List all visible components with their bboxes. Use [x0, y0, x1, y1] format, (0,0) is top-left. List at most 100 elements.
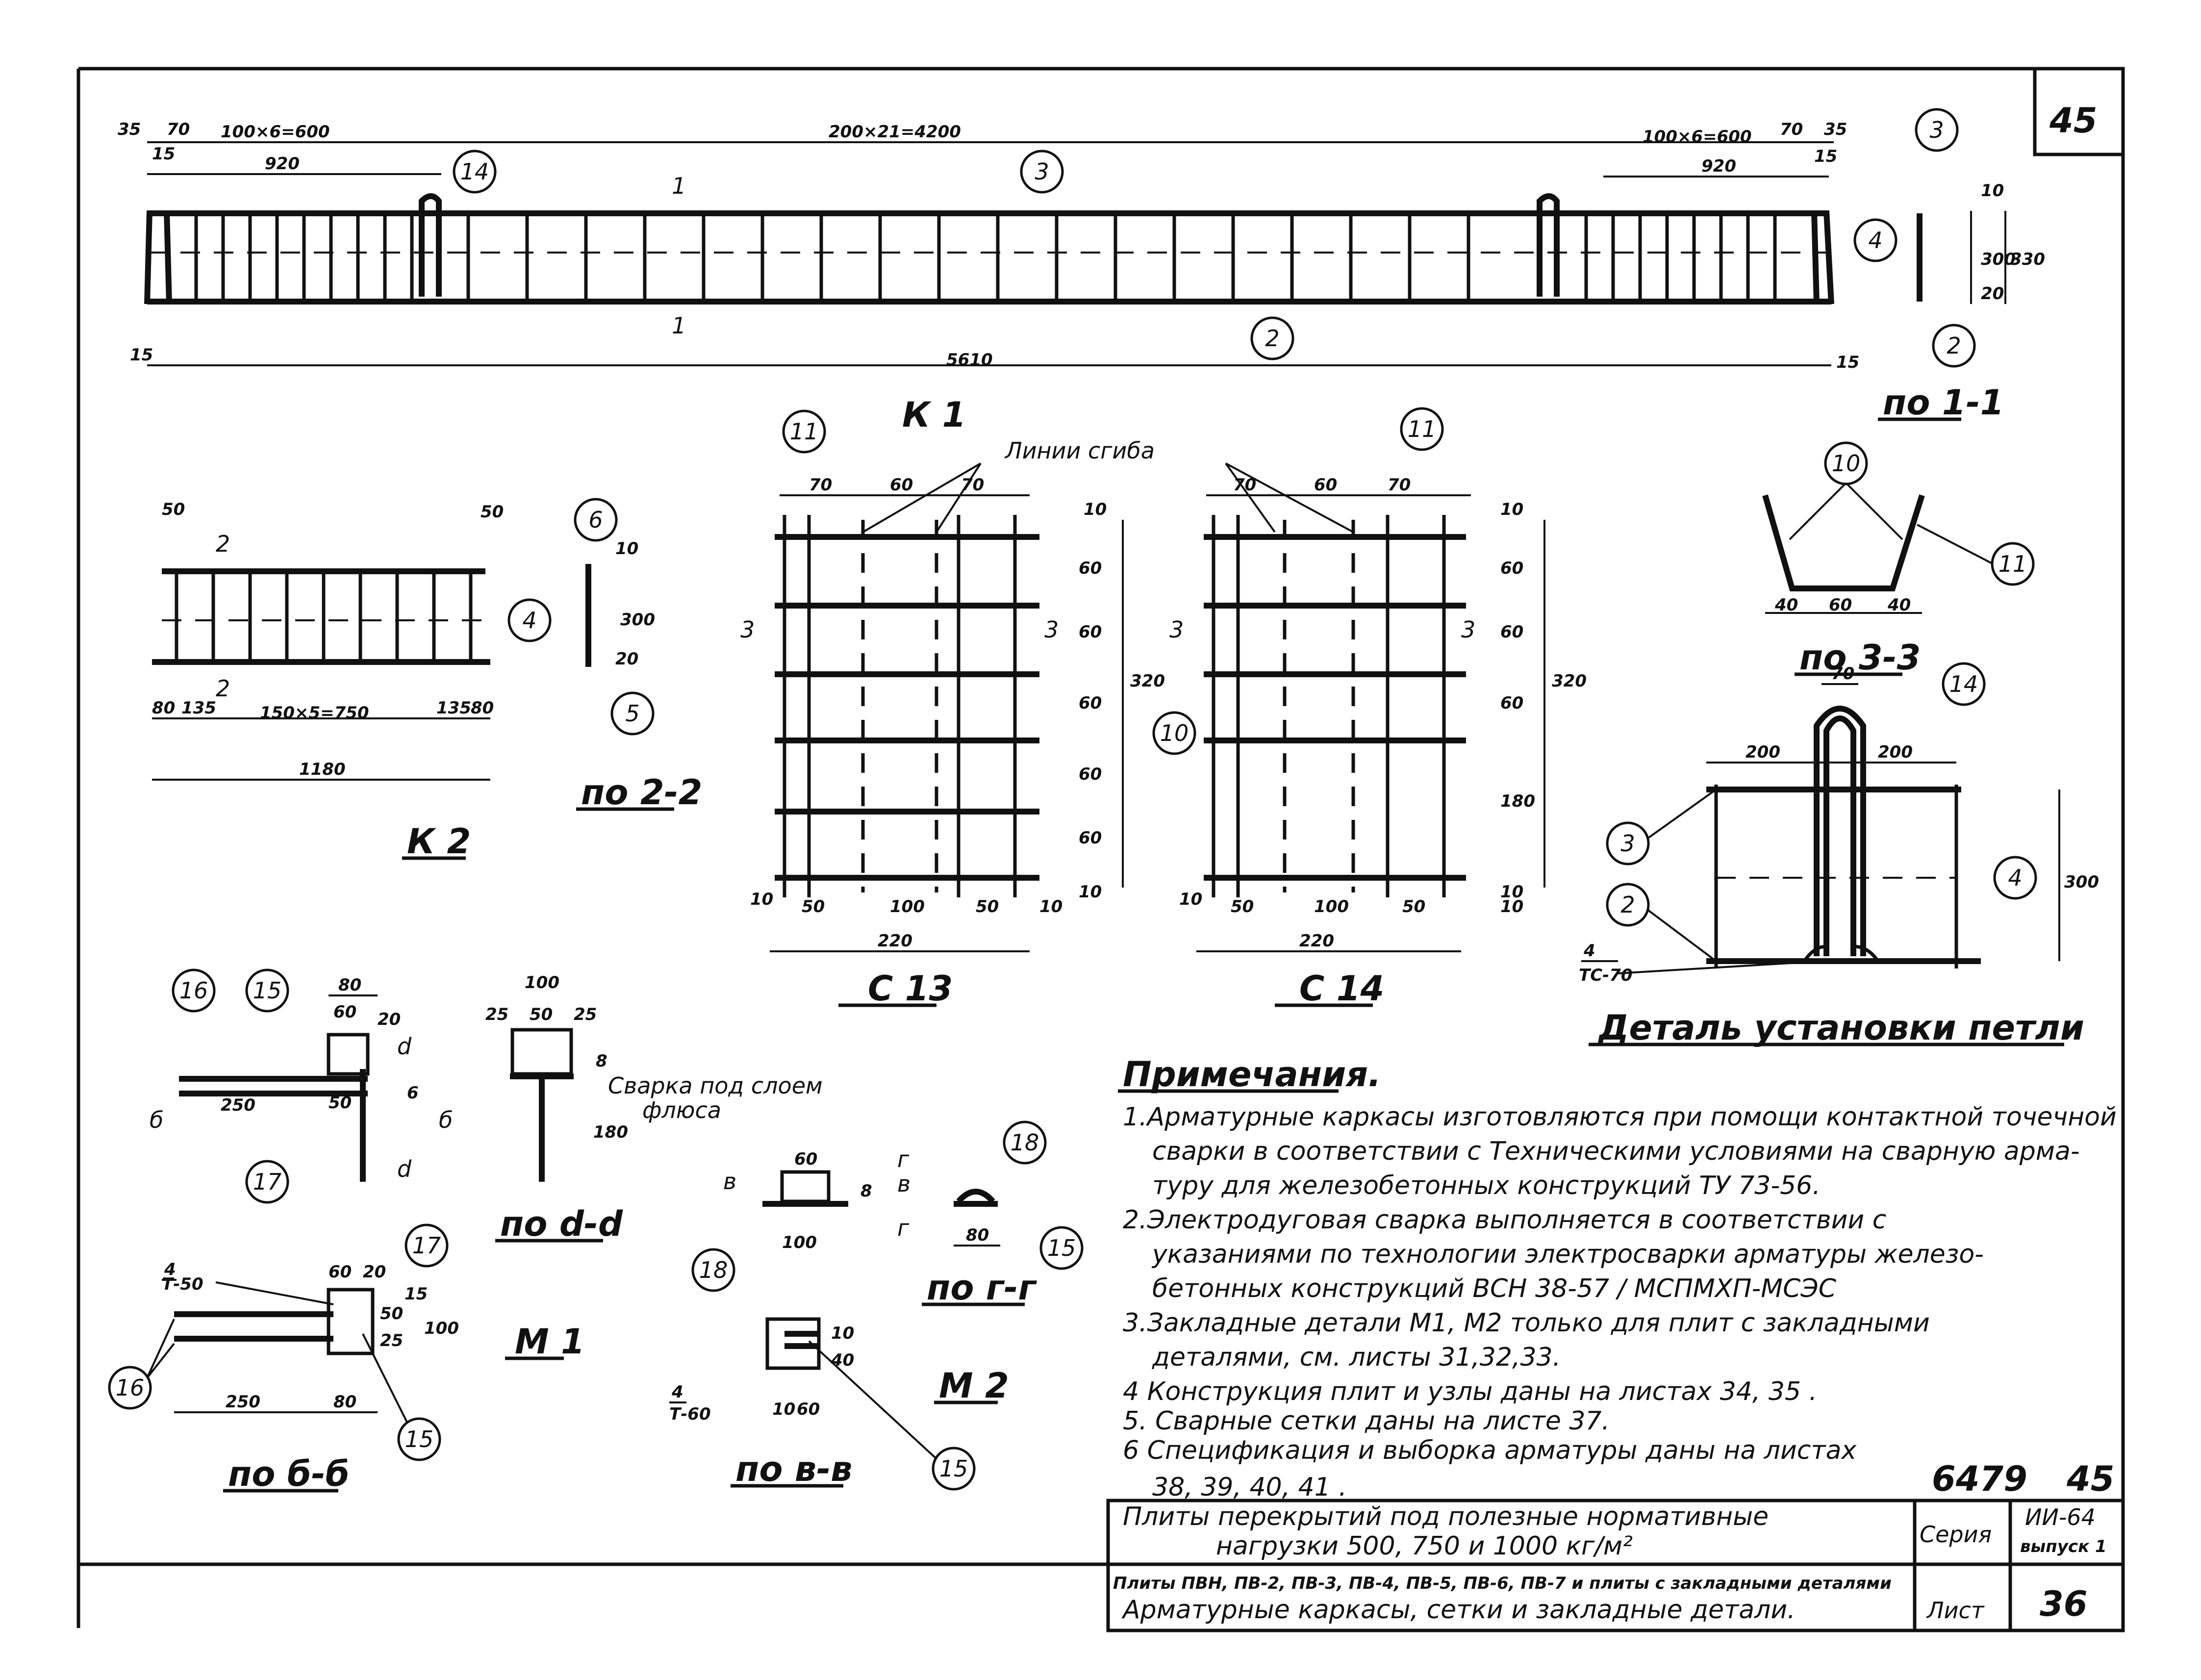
notes-heading: Примечания.	[1123, 1054, 1381, 1095]
svg-text:16: 16	[116, 1375, 145, 1401]
dim-c14-70b: 70	[1388, 475, 1411, 495]
drawing-code: 6479	[1932, 1459, 2027, 1499]
callout-11-c13: 11	[782, 409, 826, 454]
svg-text:4: 4	[2008, 865, 2022, 891]
section-g-g: 18 80 15 по г-г	[922, 1120, 1084, 1308]
dim-k1-right-end: 35	[1824, 120, 1847, 139]
note-line-7: 3.Закладные детали М1, М2 только для пли…	[1123, 1308, 1930, 1338]
dim-3-3-40b: 40	[1887, 595, 1911, 615]
dim-k1-920-right: 920	[1701, 156, 1736, 176]
svg-text:11: 11	[790, 418, 819, 445]
dim-c14-10-right: 10	[1500, 897, 1523, 916]
section-2-2: 10 300 20 6 5 по 2-2	[574, 498, 702, 813]
m1-title: М 1	[515, 1322, 585, 1362]
callout-17-bb: 17	[405, 1223, 449, 1268]
bend-leader-1	[862, 462, 982, 533]
callout-11-s33: 11	[1991, 542, 2035, 586]
dim-c13-60: 60	[890, 475, 913, 495]
dim-k1-center-pitch: 200×21=4200	[829, 122, 961, 142]
section-mark-g-top: г	[897, 1146, 910, 1172]
svg-text:11: 11	[1408, 416, 1437, 442]
dim-c14-50a: 50	[1231, 897, 1254, 916]
dim-bb-80: 80	[333, 1392, 356, 1412]
svg-text:4: 4	[1868, 227, 1882, 254]
dim-vv-40: 40	[831, 1350, 854, 1370]
svg-text:15: 15	[939, 1455, 968, 1482]
callout-3-s11: 3	[1915, 108, 1959, 152]
dim-1-1-10: 10	[1981, 181, 2004, 201]
section-mark-b-right: б	[439, 1107, 453, 1133]
dim-bb-60: 60	[329, 1262, 352, 1282]
vv-weld-number: 4	[671, 1382, 683, 1402]
dim-bb-50: 50	[380, 1304, 403, 1324]
k1-stirrups	[144, 210, 1834, 305]
dim-m2-100: 100	[782, 1233, 817, 1252]
callout-5-s22: 5	[610, 691, 655, 736]
rebar	[144, 210, 152, 305]
embedded-part-m2: в 60 8 100 г в г М 2	[723, 1146, 1009, 1406]
bend-leader-3	[1225, 462, 1276, 533]
drawing-code-sheet: 45	[2066, 1459, 2114, 1499]
c14-title: С 14	[1299, 968, 1384, 1009]
section-mark-2-bottom: 2	[216, 675, 230, 702]
dim-bb-250: 250	[226, 1392, 260, 1412]
section-3-3: 40 60 40 10 11 по 3-3	[1762, 441, 2035, 678]
svg-text:10: 10	[1832, 450, 1861, 477]
dim-k2-50-right: 50	[481, 502, 504, 522]
dim-m2-60: 60	[794, 1149, 817, 1169]
dim-c13-10-top: 10	[1084, 500, 1107, 519]
svg-text:3: 3	[1035, 158, 1049, 185]
callout-3-loop: 3	[1606, 821, 1650, 865]
section-dd-title: по d-d	[500, 1204, 623, 1244]
dim-c14-10-left: 10	[1179, 890, 1202, 909]
svg-text:15: 15	[405, 1426, 434, 1452]
dim-dd-25b: 25	[574, 1005, 597, 1024]
note-line-11: 6 Спецификация и выборка арматуры даны н…	[1123, 1436, 1857, 1465]
dim-m1-250: 250	[221, 1095, 255, 1115]
section-mark-b-left: б	[150, 1107, 163, 1133]
sheet-value: 36	[2040, 1584, 2087, 1624]
c13-title: С 13	[868, 968, 953, 1009]
note-line-8: деталями, см. листы 31,32,33.	[1152, 1343, 1561, 1372]
svg-text:10: 10	[1160, 720, 1189, 746]
dim-loop-300: 300	[2064, 872, 2099, 892]
section-1-1: 10 300 20 330 3 4 2 по 1-1	[1853, 108, 2045, 423]
section-bb-title: по б-б	[228, 1454, 350, 1494]
dim-k1-total: 5610	[946, 350, 993, 370]
svg-text:15: 15	[253, 977, 282, 1004]
dim-m1-d-bottom: d	[397, 1156, 412, 1182]
k1-title: К 1	[902, 395, 966, 435]
dim-k1-right-70: 70	[1780, 120, 1803, 139]
dim-c13-v60a: 60	[1079, 559, 1102, 578]
dim-k1-right-pitch: 100×6=600	[1643, 127, 1752, 147]
svg-text:15: 15	[1047, 1235, 1076, 1261]
dim-bb-15: 15	[405, 1284, 428, 1304]
dim-bb-100: 100	[424, 1319, 459, 1338]
weld-note-line1: Сварка под слоем	[608, 1072, 823, 1099]
dim-m1-80: 80	[338, 975, 361, 995]
notes-block: Примечания. 1.Арматурные каркасы изготов…	[1118, 1054, 2117, 1502]
dim-k1-920-left: 920	[265, 154, 300, 174]
svg-text:2: 2	[1265, 325, 1279, 352]
svg-text:2: 2	[1947, 332, 1961, 359]
note-line-3: туру для железобетонных конструкций ТУ 7…	[1152, 1171, 1821, 1200]
callout-10-mesh: 10	[1152, 711, 1196, 755]
svg-text:11: 11	[1999, 551, 2027, 577]
dim-loop-200b: 200	[1878, 742, 1913, 762]
m2-title: М 2	[939, 1366, 1009, 1406]
callout-15-gg: 15	[1039, 1226, 1084, 1270]
section-v-v: 18 10 40 4 Т-60 10 60 15 по в-в	[669, 1248, 976, 1491]
callout-4-s11: 4	[1853, 218, 1897, 262]
dim-k1-left-15: 15	[152, 144, 175, 164]
bb-weld-number: 4	[164, 1260, 176, 1279]
dim-vv-60: 60	[797, 1400, 820, 1419]
dim-loop-200a: 200	[1746, 742, 1780, 762]
series-value: ИИ-64	[2025, 1504, 2096, 1530]
dim-c14-50b: 50	[1402, 897, 1425, 916]
series-label: Серия	[1920, 1521, 1992, 1548]
callout-14-loop: 14	[1942, 662, 1986, 706]
section-mark-3-c13-left: 3	[740, 616, 755, 643]
bend-leader-2	[936, 462, 982, 533]
section-mark-2-top: 2	[216, 531, 230, 557]
k2-title: К 2	[407, 821, 471, 862]
